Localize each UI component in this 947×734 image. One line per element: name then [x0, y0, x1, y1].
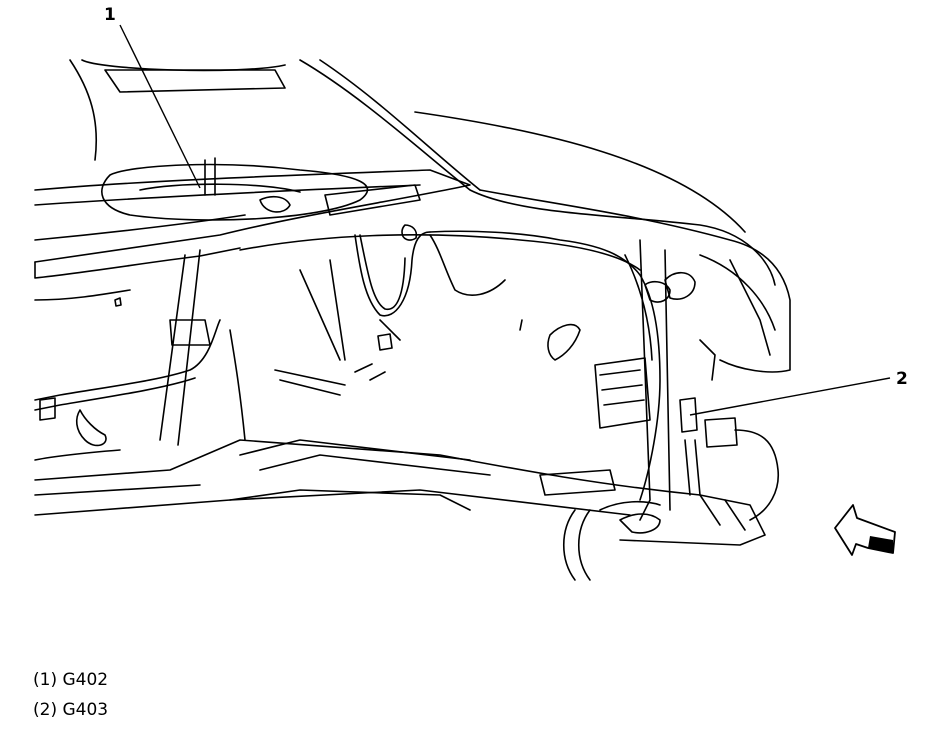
rear-compartment-ground-locations-diagram: 1 2: [34, 5, 908, 581]
left-side-panel: [34, 249, 246, 447]
legend-item-1: (1) G402: [33, 665, 108, 695]
legend-label-2: G403: [62, 700, 109, 720]
callout-legend: (1) G402 (2) G403: [33, 665, 108, 725]
callout-1-leader: [119, 24, 201, 189]
legend-marker-1: (1): [33, 670, 58, 690]
view-direction-arrow-icon: [834, 504, 896, 556]
trunk-back-wall: [239, 224, 641, 396]
trunk-floor: [34, 439, 766, 581]
callout-1-number: 1: [104, 5, 116, 25]
legend-item-2: (2) G403: [33, 695, 108, 725]
right-side-harness-and-module: [429, 230, 780, 521]
body-roof-outline: [69, 59, 791, 373]
callout-2-number: 2: [896, 369, 908, 389]
legend-marker-2: (2): [33, 700, 58, 720]
callout-2-leader: [689, 377, 891, 416]
rear-shelf-panel: [34, 157, 471, 279]
legend-label-1: G402: [62, 670, 109, 690]
